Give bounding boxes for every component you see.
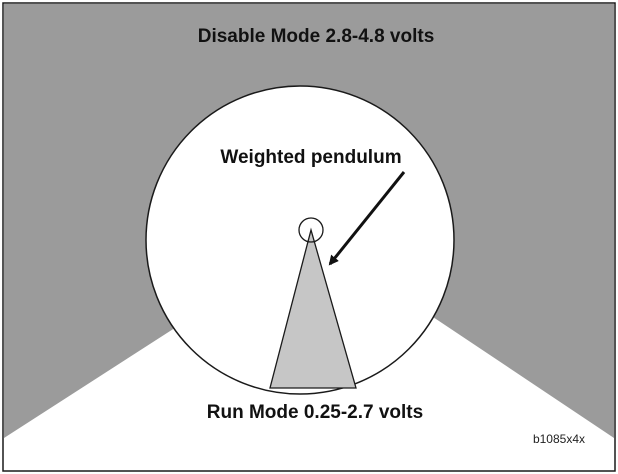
arrow-icon: [328, 171, 406, 266]
figure-id-label: b1085x4x: [533, 432, 585, 446]
pendulum-wedge: [269, 227, 357, 389]
run-mode-label: Run Mode 0.25-2.7 volts: [207, 402, 423, 423]
disable-mode-label: Disable Mode 2.8-4.8 volts: [198, 26, 435, 47]
sensor-disc: [145, 85, 455, 395]
pendulum-label: Weighted pendulum: [220, 147, 401, 168]
pivot-circle-icon: [298, 217, 324, 243]
